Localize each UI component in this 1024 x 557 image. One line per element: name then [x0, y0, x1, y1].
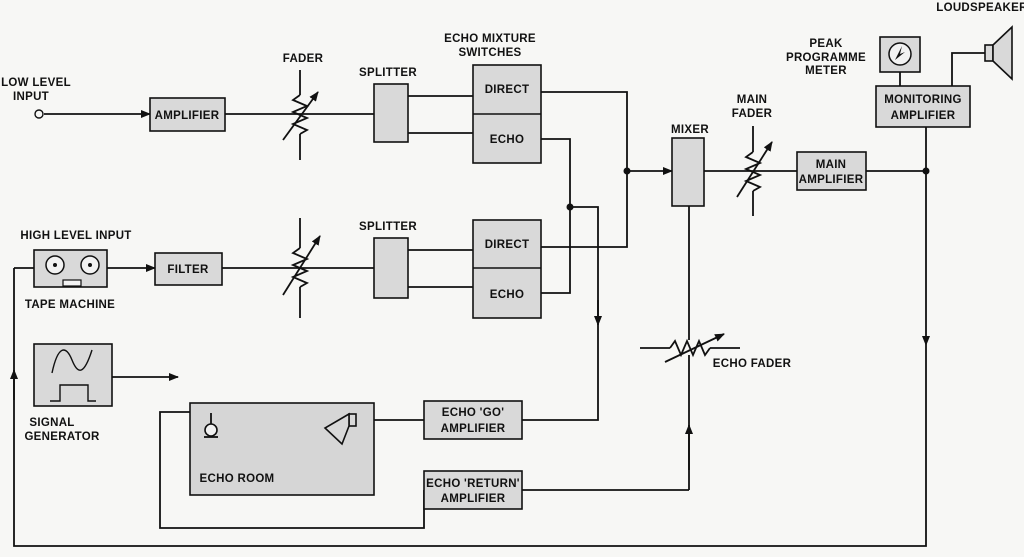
- svg-text:ECHO ROOM: ECHO ROOM: [200, 473, 275, 485]
- svg-text:AMPLIFIER: AMPLIFIER: [799, 174, 864, 186]
- direct-switch-top-label: DIRECT: [485, 84, 530, 96]
- echo-switch-top-label: ECHO: [490, 134, 524, 146]
- signal-generator-label-1: SIGNAL: [29, 417, 74, 429]
- peak-programme-meter-label-3: METER: [805, 65, 847, 77]
- svg-text:MAIN: MAIN: [816, 159, 847, 171]
- high-level-input-label: HIGH LEVEL INPUT: [20, 230, 131, 242]
- junction-dot: [566, 203, 574, 211]
- filter-block: FILTER: [154, 252, 223, 286]
- mixer-block: [671, 137, 705, 207]
- splitter-top-block: [373, 83, 409, 143]
- echo-return-amplifier-block: ECHO 'RETURN' AMPLIFIER: [423, 470, 523, 510]
- svg-text:AMPLIFIER: AMPLIFIER: [891, 110, 956, 122]
- echo-room-speaker-icon: [323, 412, 357, 446]
- signal-generator-icon: [33, 343, 113, 407]
- splitter-top-label: SPLITTER: [359, 67, 417, 79]
- svg-text:FILTER: FILTER: [167, 264, 209, 276]
- echo-mixture-switches-top: DIRECT ECHO: [472, 64, 542, 164]
- echo-room-microphone-icon: [204, 413, 218, 438]
- echo-fader: [640, 333, 740, 363]
- mixer-label: MIXER: [671, 124, 709, 136]
- meter-needle-icon: [895, 46, 905, 60]
- low-level-input-label-2: INPUT: [13, 91, 49, 103]
- svg-text:ECHO 'RETURN': ECHO 'RETURN': [426, 478, 520, 490]
- junction-dot: [623, 167, 631, 175]
- fader-top: [282, 70, 319, 160]
- monitoring-amplifier-block: MONITORING AMPLIFIER: [875, 85, 971, 128]
- loudspeaker-icon: [984, 25, 1013, 81]
- amplifier-block: AMPLIFIER: [149, 97, 226, 132]
- echo-mixture-switches-bottom: DIRECT ECHO: [472, 219, 542, 319]
- main-fader-label-2: FADER: [732, 108, 773, 120]
- direct-switch-bottom-label: DIRECT: [485, 239, 530, 251]
- fader-bottom: [282, 218, 321, 318]
- peak-programme-meter-label-1: PEAK: [809, 38, 843, 50]
- loudspeaker-label: LOUDSPEAKER: [936, 2, 1024, 14]
- echo-fader-label: ECHO FADER: [713, 358, 792, 370]
- tape-machine-icon: [33, 249, 108, 288]
- main-fader-label-1: MAIN: [737, 94, 768, 106]
- splitter-bottom-block: [373, 237, 409, 299]
- junction-dot: [922, 167, 930, 175]
- echo-mixture-label-1: ECHO MIXTURE: [444, 33, 536, 45]
- svg-text:AMPLIFIER: AMPLIFIER: [441, 493, 506, 505]
- fader-label: FADER: [283, 53, 324, 65]
- echo-go-amplifier-block: ECHO 'GO' AMPLIFIER: [423, 400, 523, 440]
- echo-mixture-label-2: SWITCHES: [458, 47, 521, 59]
- signal-generator-label-2: GENERATOR: [24, 431, 100, 443]
- low-level-input-label-1: LOW LEVEL: [1, 77, 71, 89]
- splitter-bottom-label: SPLITTER: [359, 221, 417, 233]
- tape-machine-label: TAPE MACHINE: [25, 299, 115, 311]
- main-amplifier-block: MAIN AMPLIFIER: [796, 151, 867, 191]
- peak-programme-meter-label-2: PROGRAMME: [786, 52, 866, 64]
- svg-text:AMPLIFIER: AMPLIFIER: [155, 110, 220, 122]
- svg-text:MONITORING: MONITORING: [884, 94, 962, 106]
- peak-programme-meter: [879, 36, 921, 73]
- svg-text:AMPLIFIER: AMPLIFIER: [441, 423, 506, 435]
- main-fader: [736, 126, 773, 216]
- svg-text:ECHO 'GO': ECHO 'GO': [442, 407, 504, 419]
- echo-switch-bottom-label: ECHO: [490, 289, 524, 301]
